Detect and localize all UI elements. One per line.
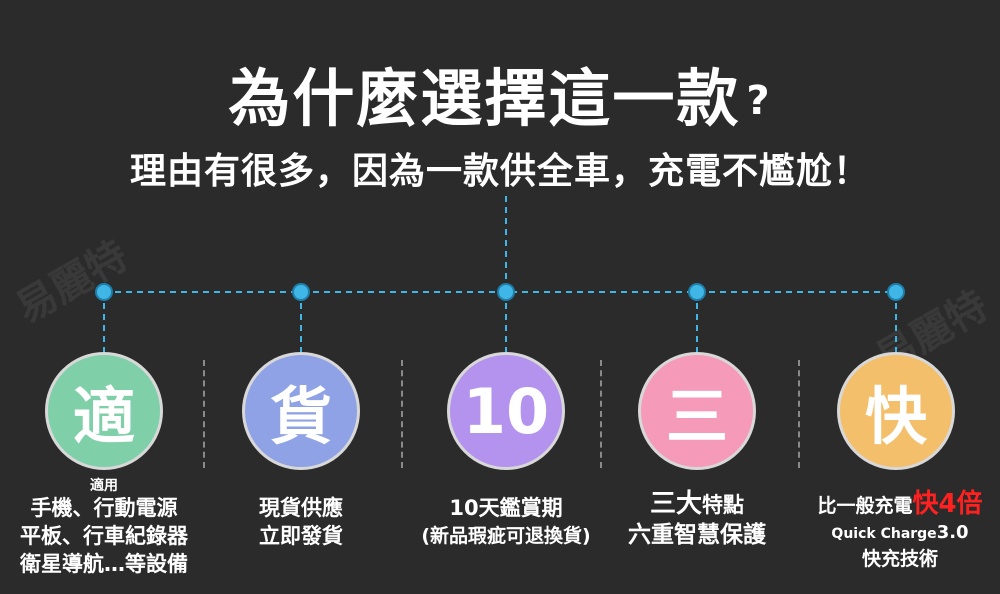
feature-desc-line: 三大特點 <box>605 490 789 519</box>
column-divider <box>401 360 403 468</box>
feature-desc-small: 適用 <box>90 478 118 494</box>
feature-desc-line: 快充技術 <box>861 548 938 570</box>
feature-desc-compatible: 適用 手機、行動電源 平板、行車紀錄器 衛星導航…等設備 <box>0 478 208 578</box>
feature-desc-big: 三大 <box>649 489 702 519</box>
feature-desc-qc-version: 3.0 <box>936 522 969 543</box>
feature-desc-line: 比一般充電快4倍 <box>800 490 1000 520</box>
feature-desc-line: (新品瑕疵可退換貨) <box>421 525 591 547</box>
feature-desc-line: 立即發貨 <box>259 524 343 548</box>
feature-desc-line: 10天鑑賞期 <box>449 496 563 520</box>
feature-circle-three: 三 <box>638 352 756 470</box>
feature-desc-in-stock: 現貨供應 立即發貨 <box>210 494 392 550</box>
connector-node <box>887 283 905 301</box>
feature-circle-compatible: 適 <box>45 352 163 470</box>
feature-desc-line: 手機、行動電源 <box>30 496 178 520</box>
feature-circle-in-stock: 貨 <box>242 352 360 470</box>
feature-desc-prefix: 比一般充電 <box>817 495 913 517</box>
connector-node <box>497 283 515 301</box>
feature-desc-line: 六重智慧保護 <box>628 522 766 548</box>
feature-circle-fast: 快 <box>837 352 955 470</box>
page-title: 為什麼選擇這一款? <box>0 48 1000 138</box>
feature-desc-line: 衛星導航…等設備 <box>20 552 188 576</box>
feature-desc-highlight: 快4倍 <box>912 489 983 519</box>
feature-glyph: 貨 <box>269 380 332 453</box>
feature-glyph: 快 <box>864 380 927 453</box>
feature-circle-10-day: 10 <box>447 352 565 470</box>
page-subtitle: 理由有很多，因為一款供全車，充電不尷尬！ <box>129 151 870 192</box>
feature-desc-line: 現貨供應 <box>259 496 343 520</box>
feature-glyph: 10 <box>462 374 550 448</box>
feature-desc-10-day: 10天鑑賞期 (新品瑕疵可退換貨) <box>404 494 608 550</box>
connector-node <box>688 283 706 301</box>
feature-glyph: 三 <box>665 380 728 453</box>
feature-desc-line: Quick Charge3.0 <box>800 520 1000 545</box>
feature-desc-qc: Quick Charge <box>831 526 937 542</box>
question-mark: ? <box>746 78 772 124</box>
feature-desc-rest: 特點 <box>702 493 744 517</box>
connector-node <box>292 283 310 301</box>
column-divider <box>600 360 602 468</box>
feature-glyph: 適 <box>72 380 135 453</box>
feature-desc-fast: 比一般充電快4倍 Quick Charge3.0 快充技術 <box>800 490 1000 573</box>
feature-desc-line: 平板、行車紀錄器 <box>20 524 188 548</box>
connector-node <box>95 283 113 301</box>
feature-desc-three: 三大特點 六重智慧保護 <box>605 490 789 551</box>
column-divider <box>798 360 800 468</box>
title-text: 為什麼選擇這一款 <box>228 62 741 135</box>
column-divider <box>203 360 205 468</box>
